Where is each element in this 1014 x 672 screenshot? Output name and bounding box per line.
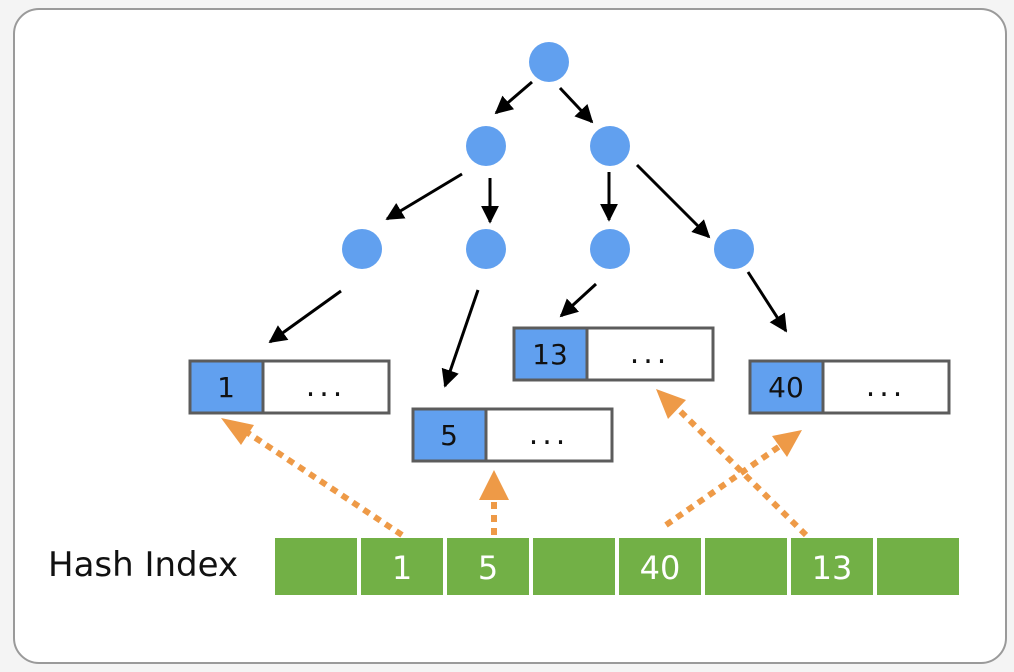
hash-bucket-label-6: 13	[812, 549, 853, 587]
pointer-arrowhead	[772, 430, 802, 457]
leaf-rest-label: ...	[529, 417, 570, 452]
pointer-arrowhead	[221, 418, 254, 445]
hash-bucket-3	[533, 538, 615, 595]
hash-bucket-1	[361, 538, 443, 595]
tree-node-rr	[714, 229, 754, 269]
hash-bucket-5	[705, 538, 787, 595]
leaf-key-cell	[748, 359, 825, 415]
hash-bucket-2	[447, 538, 529, 595]
hash-pointer-40	[664, 430, 802, 528]
hash-bucket-7	[877, 538, 959, 595]
tree-node-right	[590, 126, 630, 166]
tree-edges	[268, 80, 788, 388]
pointer-arrowhead	[479, 470, 509, 500]
tree-node-lr	[466, 229, 506, 269]
hash-bucket-6	[791, 538, 873, 595]
edge-r-rr	[635, 163, 711, 239]
leaf-rest-label: ...	[630, 336, 671, 371]
edge-ll-leaf1	[268, 289, 342, 344]
leaf-record-1: 1 ...	[188, 359, 391, 415]
leaf-key-cell	[411, 407, 488, 463]
tree-node-ll	[342, 229, 382, 269]
hash-pointers	[221, 389, 809, 538]
leaf-rest-cell	[261, 359, 391, 415]
edge-rr-leaf40	[746, 271, 788, 333]
edge-root-right	[558, 86, 594, 124]
hash-bucket-4	[619, 538, 701, 595]
tree-node-root	[529, 42, 569, 82]
hash-index-label: Hash Index	[48, 545, 238, 585]
leaf-rest-cell	[821, 359, 951, 415]
tree-node-rl	[590, 229, 630, 269]
leaf-record-40: 40 ...	[748, 359, 951, 415]
leaf-key-cell	[512, 326, 589, 382]
leaf-record-13: 13 ...	[512, 326, 715, 382]
leaf-key-label: 5	[440, 419, 458, 452]
edge-l-ll	[385, 172, 463, 221]
hash-index-buckets: 1 5 40 13	[275, 538, 959, 595]
pointer-arrowhead	[656, 389, 686, 419]
hash-bucket-label-2: 5	[478, 549, 498, 587]
leaf-rest-cell	[484, 407, 614, 463]
hash-pointer-13	[656, 389, 809, 538]
leaf-key-label: 1	[217, 371, 235, 404]
leaf-rest-label: ...	[306, 369, 347, 404]
hash-bucket-label-1: 1	[392, 549, 412, 587]
leaf-key-label: 13	[532, 338, 568, 371]
leaf-record-5: 5 ...	[411, 407, 614, 463]
edge-rl-leaf13	[559, 282, 598, 318]
tree-nodes	[342, 42, 754, 269]
leaf-rest-cell	[585, 326, 715, 382]
hash-pointer-5	[479, 470, 509, 535]
leaf-rest-label: ...	[866, 369, 907, 404]
leaf-key-cell	[188, 359, 265, 415]
hash-pointer-1	[221, 418, 404, 538]
tree-node-left	[466, 126, 506, 166]
leaf-key-label: 40	[768, 371, 804, 404]
hash-bucket-0	[275, 538, 357, 595]
edge-root-left	[494, 80, 533, 115]
hash-bucket-label-4: 40	[640, 549, 681, 587]
edge-lr-leaf5	[441, 289, 480, 388]
